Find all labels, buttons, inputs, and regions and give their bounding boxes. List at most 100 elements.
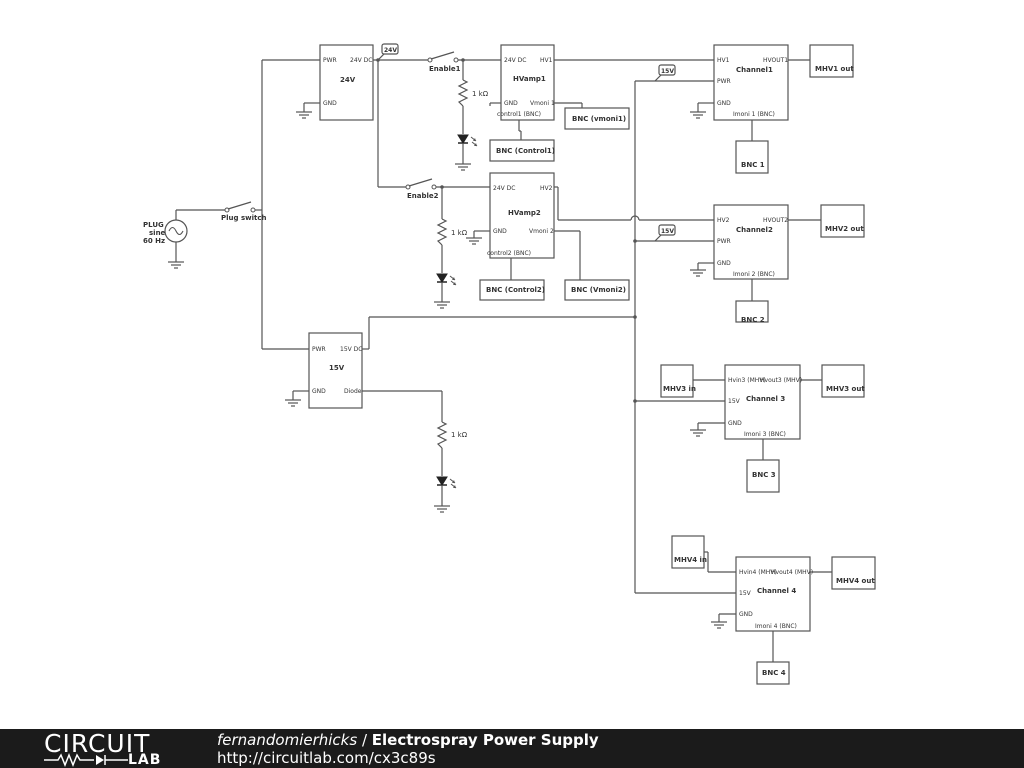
bnc1[interactable]: BNC 1 <box>735 140 769 174</box>
svg-text:BNC (Vmoni2): BNC (Vmoni2) <box>571 286 626 294</box>
svg-text:GND: GND <box>323 100 337 107</box>
plug-label: PLUG <box>143 221 164 229</box>
svg-text:BNC 2: BNC 2 <box>741 316 765 324</box>
resistor1-label: 1 kΩ <box>472 90 489 98</box>
bnc-vmoni1[interactable]: BNC (vmoni1) <box>564 107 630 130</box>
net-tag-15v-a: 15V <box>658 64 676 76</box>
channel3-block[interactable]: Hvin3 (MHV) Hvout3 (MHV) 15V GND Imoni 3… <box>724 364 802 440</box>
svg-text:24V: 24V <box>340 76 356 84</box>
bnc-control1[interactable]: BNC (Control1) <box>489 139 555 162</box>
net-tag-24v: 24V <box>381 43 399 55</box>
svg-text:BNC (Control2): BNC (Control2) <box>486 286 545 294</box>
svg-text:control2 (BNC): control2 (BNC) <box>487 250 531 257</box>
channel4-block[interactable]: Hvin4 (MHV) Hvout4 (MHV) 15V GND Imoni 4… <box>735 556 813 632</box>
enable2-switch[interactable]: Enable2 <box>405 178 439 200</box>
svg-text:Channel 3: Channel 3 <box>746 395 785 403</box>
svg-text:Hvout3 (MHV): Hvout3 (MHV) <box>760 377 802 384</box>
svg-text:MHV4 out: MHV4 out <box>836 577 875 585</box>
plug-source[interactable]: PLUG sine 60 Hz <box>143 219 188 245</box>
svg-text:PWR: PWR <box>717 238 731 245</box>
svg-text:BNC 1: BNC 1 <box>741 161 765 169</box>
channel1-block[interactable]: HV1 HVOUT1 PWR GND Imoni 1 (BNC) Channel… <box>713 44 789 121</box>
project-credit: fernandomierhicks / Electrospray Power S… <box>217 731 599 749</box>
svg-text:HV1: HV1 <box>717 57 730 64</box>
svg-text:Vmoni 2: Vmoni 2 <box>529 228 554 235</box>
bnc-control2[interactable]: BNC (Control2) <box>479 279 545 301</box>
svg-text:HVamp1: HVamp1 <box>513 75 546 83</box>
bnc3[interactable]: BNC 3 <box>746 459 780 493</box>
resistor3-label: 1 kΩ <box>451 431 468 439</box>
svg-text:GND: GND <box>312 388 326 395</box>
svg-text:15V DC: 15V DC <box>340 346 362 353</box>
svg-text:control1 (BNC): control1 (BNC) <box>497 111 541 118</box>
hvamp1-block[interactable]: 24V DC HV1 GND Vmoni 1 control1 (BNC) HV… <box>497 44 555 121</box>
svg-text:15V: 15V <box>661 228 674 235</box>
resistor-symbols <box>436 79 469 449</box>
project-url[interactable]: http://circuitlab.com/cx3c89s <box>217 749 436 767</box>
svg-text:PWR: PWR <box>717 78 731 85</box>
svg-text:HV2: HV2 <box>717 217 730 224</box>
supply-15v[interactable]: PWR 15V DC GND Diode 15V <box>308 332 363 409</box>
svg-text:Imoni 2 (BNC): Imoni 2 (BNC) <box>733 271 775 278</box>
svg-text:BNC 4: BNC 4 <box>762 669 786 677</box>
channel2-block[interactable]: HV2 HVOUT2 PWR GND Imoni 2 (BNC) Channel… <box>713 204 789 280</box>
svg-text:15V: 15V <box>728 398 741 405</box>
svg-text:Imoni 3 (BNC): Imoni 3 (BNC) <box>744 431 786 438</box>
plug-freq-label: 60 Hz <box>143 237 165 245</box>
svg-text:15V: 15V <box>739 590 752 597</box>
mhv2-out[interactable]: MHV2 out <box>820 204 865 238</box>
svg-text:Channel1: Channel1 <box>736 66 773 74</box>
svg-text:24V: 24V <box>384 47 397 54</box>
schematic-canvas: 1 kΩ 1 kΩ 1 kΩ PLUG sine 60 Hz Plug swit… <box>143 43 876 685</box>
bnc-vmoni2[interactable]: BNC (Vmoni2) <box>564 279 630 301</box>
bnc2[interactable]: BNC 2 <box>735 300 769 324</box>
resistor2-label: 1 kΩ <box>451 229 468 237</box>
svg-text:Hvout4 (MHV): Hvout4 (MHV) <box>771 569 813 576</box>
svg-text:PWR: PWR <box>323 57 337 64</box>
svg-text:PWR: PWR <box>312 346 326 353</box>
plug-switch-label: Plug switch <box>221 214 266 222</box>
ground-symbols <box>167 111 728 629</box>
junction-dots <box>376 58 637 403</box>
circuitlab-logo[interactable]: CIRCUIT <box>44 729 151 758</box>
enable1-switch[interactable]: Enable1 <box>427 51 461 73</box>
svg-text:MHV3 in: MHV3 in <box>663 385 696 393</box>
circuit-wave-icon <box>44 753 128 767</box>
svg-text:15V: 15V <box>661 68 674 75</box>
svg-text:MHV1 out: MHV1 out <box>815 65 854 73</box>
hvamp2-block[interactable]: 24V DC HV2 GND Vmoni 2 control2 (BNC) HV… <box>487 172 555 259</box>
plug-switch[interactable]: Plug switch <box>221 201 266 222</box>
author-link[interactable]: fernandomierhicks <box>217 731 358 749</box>
svg-text:MHV3 out: MHV3 out <box>826 385 865 393</box>
wires <box>175 52 832 662</box>
svg-text:BNC (vmoni1): BNC (vmoni1) <box>572 115 626 123</box>
mhv1-out[interactable]: MHV1 out <box>809 44 854 78</box>
supply-24v[interactable]: PWR 24V DC GND 24V <box>319 44 374 121</box>
svg-text:MHV2 out: MHV2 out <box>825 225 864 233</box>
svg-text:Imoni 1 (BNC): Imoni 1 (BNC) <box>733 111 775 118</box>
enable2-label: Enable2 <box>407 192 439 200</box>
mhv3-out[interactable]: MHV3 out <box>821 364 865 398</box>
plug-sine-label: sine <box>149 229 166 237</box>
svg-text:HVOUT1: HVOUT1 <box>763 57 788 64</box>
svg-text:HVamp2: HVamp2 <box>508 209 541 217</box>
svg-text:Hvin3 (MHV): Hvin3 (MHV) <box>728 377 766 384</box>
svg-text:24V DC: 24V DC <box>493 185 515 192</box>
svg-text:MHV4 in: MHV4 in <box>674 556 707 564</box>
mhv4-out[interactable]: MHV4 out <box>831 556 876 590</box>
project-title[interactable]: Electrospray Power Supply <box>371 731 599 749</box>
svg-text:GND: GND <box>717 100 731 107</box>
enable1-label: Enable1 <box>429 65 461 73</box>
svg-text:24V DC: 24V DC <box>350 57 372 64</box>
credit-separator: / <box>357 731 372 749</box>
svg-text:Imoni 4 (BNC): Imoni 4 (BNC) <box>755 623 797 630</box>
mhv3-in[interactable]: MHV3 in <box>660 364 696 398</box>
svg-text:HV1: HV1 <box>540 57 553 64</box>
svg-text:Vmoni 1: Vmoni 1 <box>530 100 555 107</box>
bnc4[interactable]: BNC 4 <box>756 661 790 685</box>
svg-text:HVOUT2: HVOUT2 <box>763 217 788 224</box>
svg-text:GND: GND <box>504 100 518 107</box>
mhv4-in[interactable]: MHV4 in <box>671 535 707 569</box>
circuitlab-logo-lab: LAB <box>128 752 162 768</box>
svg-text:GND: GND <box>493 228 507 235</box>
